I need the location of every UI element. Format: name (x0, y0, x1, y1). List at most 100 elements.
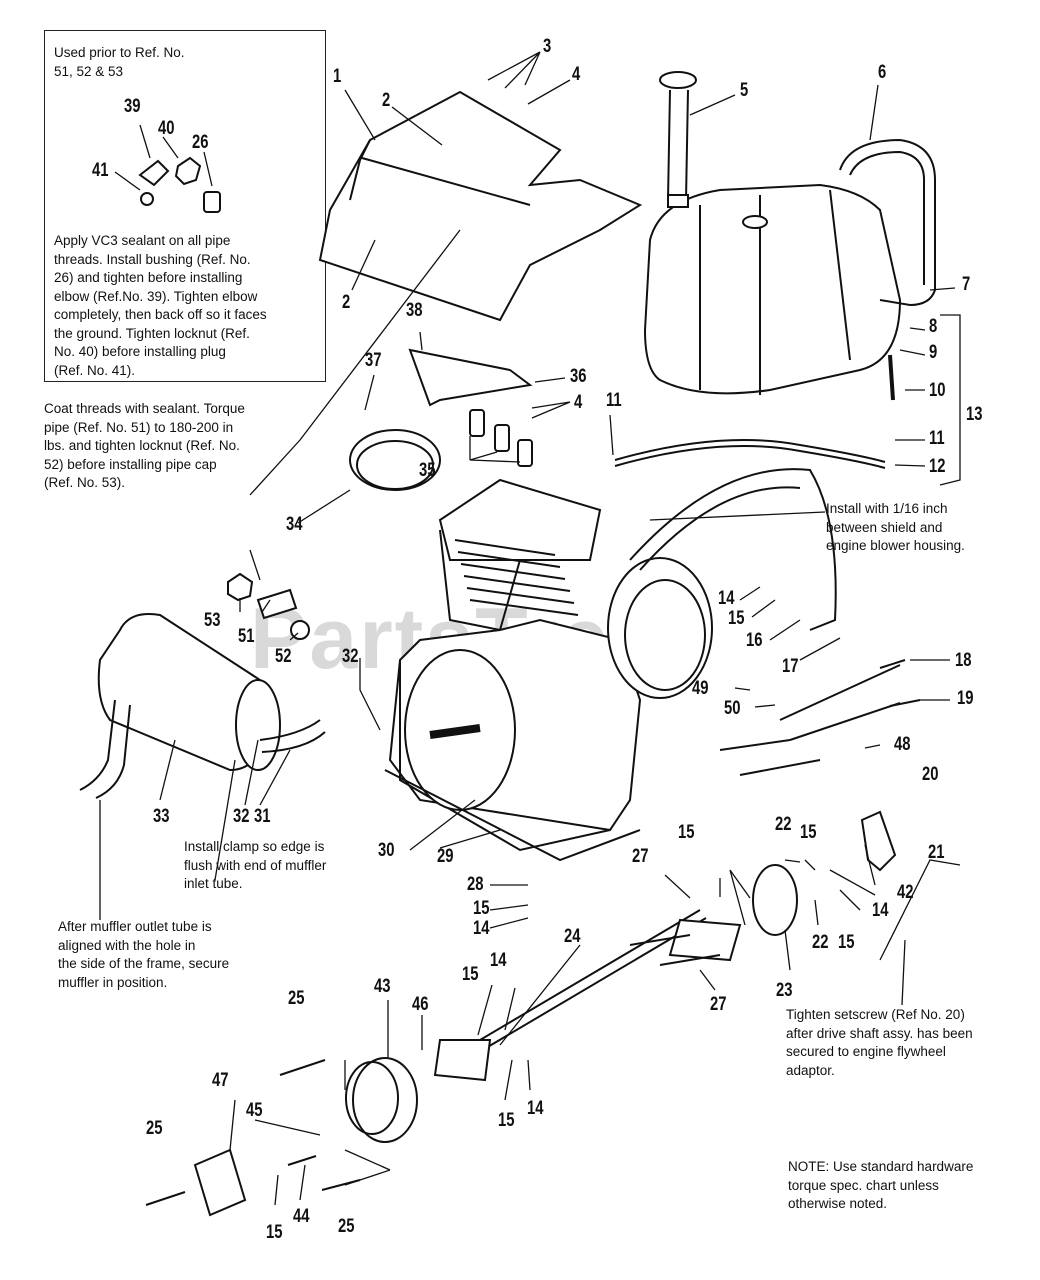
coupling (345, 1057, 418, 1143)
callout: 27 (710, 994, 727, 1015)
callout: 11 (929, 428, 945, 449)
throttle-cables (719, 659, 921, 776)
callout: 9 (929, 342, 938, 363)
callout: 24 (564, 926, 581, 947)
engine (384, 478, 642, 862)
callout: 17 (782, 656, 799, 677)
callout: 8 (929, 316, 938, 337)
callout: 15 (728, 608, 745, 629)
callout: 12 (929, 456, 946, 477)
callout: 32 (233, 806, 250, 827)
callout: 43 (374, 976, 391, 997)
callout: 53 (204, 610, 221, 631)
callout: 37 (365, 350, 382, 371)
callout: 23 (776, 980, 793, 1001)
callout: 14 (473, 918, 490, 939)
callout: 15 (266, 1222, 283, 1243)
callout: 6 (878, 62, 887, 83)
callout: 1 (333, 66, 342, 87)
fuel-line (614, 354, 895, 469)
callout: 5 (740, 80, 749, 101)
callout: 22 (775, 814, 792, 835)
callout: 25 (146, 1118, 163, 1139)
callout: 33 (153, 806, 170, 827)
callout: 39 (124, 96, 141, 117)
callout: 36 (570, 366, 587, 387)
callout: 14 (718, 588, 735, 609)
hardware-note: NOTE: Use standard hardware torque spec.… (788, 1159, 974, 1211)
callout: 15 (800, 822, 817, 843)
callout: 19 (957, 688, 974, 709)
callout: 7 (962, 274, 971, 295)
callout: 44 (293, 1206, 310, 1227)
callout: 15 (838, 932, 855, 953)
inset-elbow-assembly (138, 156, 221, 213)
callout: 22 (812, 932, 829, 953)
flywheel-adaptor (860, 810, 897, 872)
callout: 27 (632, 846, 649, 867)
callout: 45 (246, 1100, 263, 1121)
callout: 3 (543, 36, 552, 57)
callout: 13 (966, 404, 983, 425)
callout: 47 (212, 1070, 229, 1091)
callout: 15 (678, 822, 695, 843)
callout: 42 (897, 882, 914, 903)
callout: 14 (872, 900, 889, 921)
setscrew-note: Tighten setscrew (Ref No. 20) after driv… (786, 1007, 973, 1078)
blower-shroud (318, 90, 643, 322)
muffler (79, 613, 326, 799)
coat-threads-note: Coat threads with sealant. Torque pipe (… (44, 401, 245, 490)
tank-strap (839, 138, 936, 307)
callout: 25 (288, 988, 305, 1009)
spacers (469, 409, 533, 467)
muffler-note: After muffler outlet tube is aligned wit… (58, 919, 230, 990)
callout: 49 (692, 678, 709, 699)
callout: 15 (473, 898, 490, 919)
bolts (145, 1059, 361, 1206)
callout: 28 (467, 874, 484, 895)
shield-gap-note: Install with 1/16 inch between shield an… (826, 501, 965, 553)
callout: 41 (92, 160, 109, 181)
callout: 2 (342, 292, 351, 313)
inset-heading: Used prior to Ref. No. 51, 52 & 53 (54, 45, 185, 79)
fuel-tank (643, 183, 902, 395)
inset-box (44, 30, 326, 382)
bearing-bracket (193, 1148, 247, 1217)
callout: 14 (490, 950, 507, 971)
callout: 15 (498, 1110, 515, 1131)
leader-lines (99, 51, 961, 1206)
fuel-gauge-stick (659, 71, 697, 208)
callout: 50 (724, 698, 741, 719)
callout: 18 (955, 650, 972, 671)
callout: 32 (342, 646, 359, 667)
callout: 11 (606, 390, 622, 411)
callout: 34 (286, 514, 303, 535)
callout: 38 (406, 300, 423, 321)
blower-housing (607, 468, 837, 699)
callout: 21 (928, 842, 945, 863)
callout: 16 (746, 630, 763, 651)
callout: 26 (192, 132, 209, 153)
callout: 52 (275, 646, 292, 667)
drive-shaft (433, 864, 798, 1082)
inset-instructions: Apply VC3 sealant on all pipe threads. I… (54, 233, 267, 378)
callout: 35 (419, 460, 436, 481)
callout: 2 (382, 90, 391, 111)
callout: 51 (238, 626, 255, 647)
callout: 4 (574, 392, 583, 413)
callout: 40 (158, 118, 175, 139)
callout: 10 (929, 380, 946, 401)
clamp-note: Install clamp so edge is flush with end … (184, 839, 327, 891)
callout: 14 (527, 1098, 544, 1119)
callout: 30 (378, 840, 395, 861)
pipe-fittings (227, 572, 310, 640)
callout: 29 (437, 846, 454, 867)
callout: 25 (338, 1216, 355, 1237)
callout: 31 (254, 806, 271, 827)
callout: 48 (894, 734, 911, 755)
callout: 15 (462, 964, 479, 985)
callout: 4 (572, 64, 581, 85)
callout: 46 (412, 994, 429, 1015)
muffler-bracket (349, 348, 533, 491)
